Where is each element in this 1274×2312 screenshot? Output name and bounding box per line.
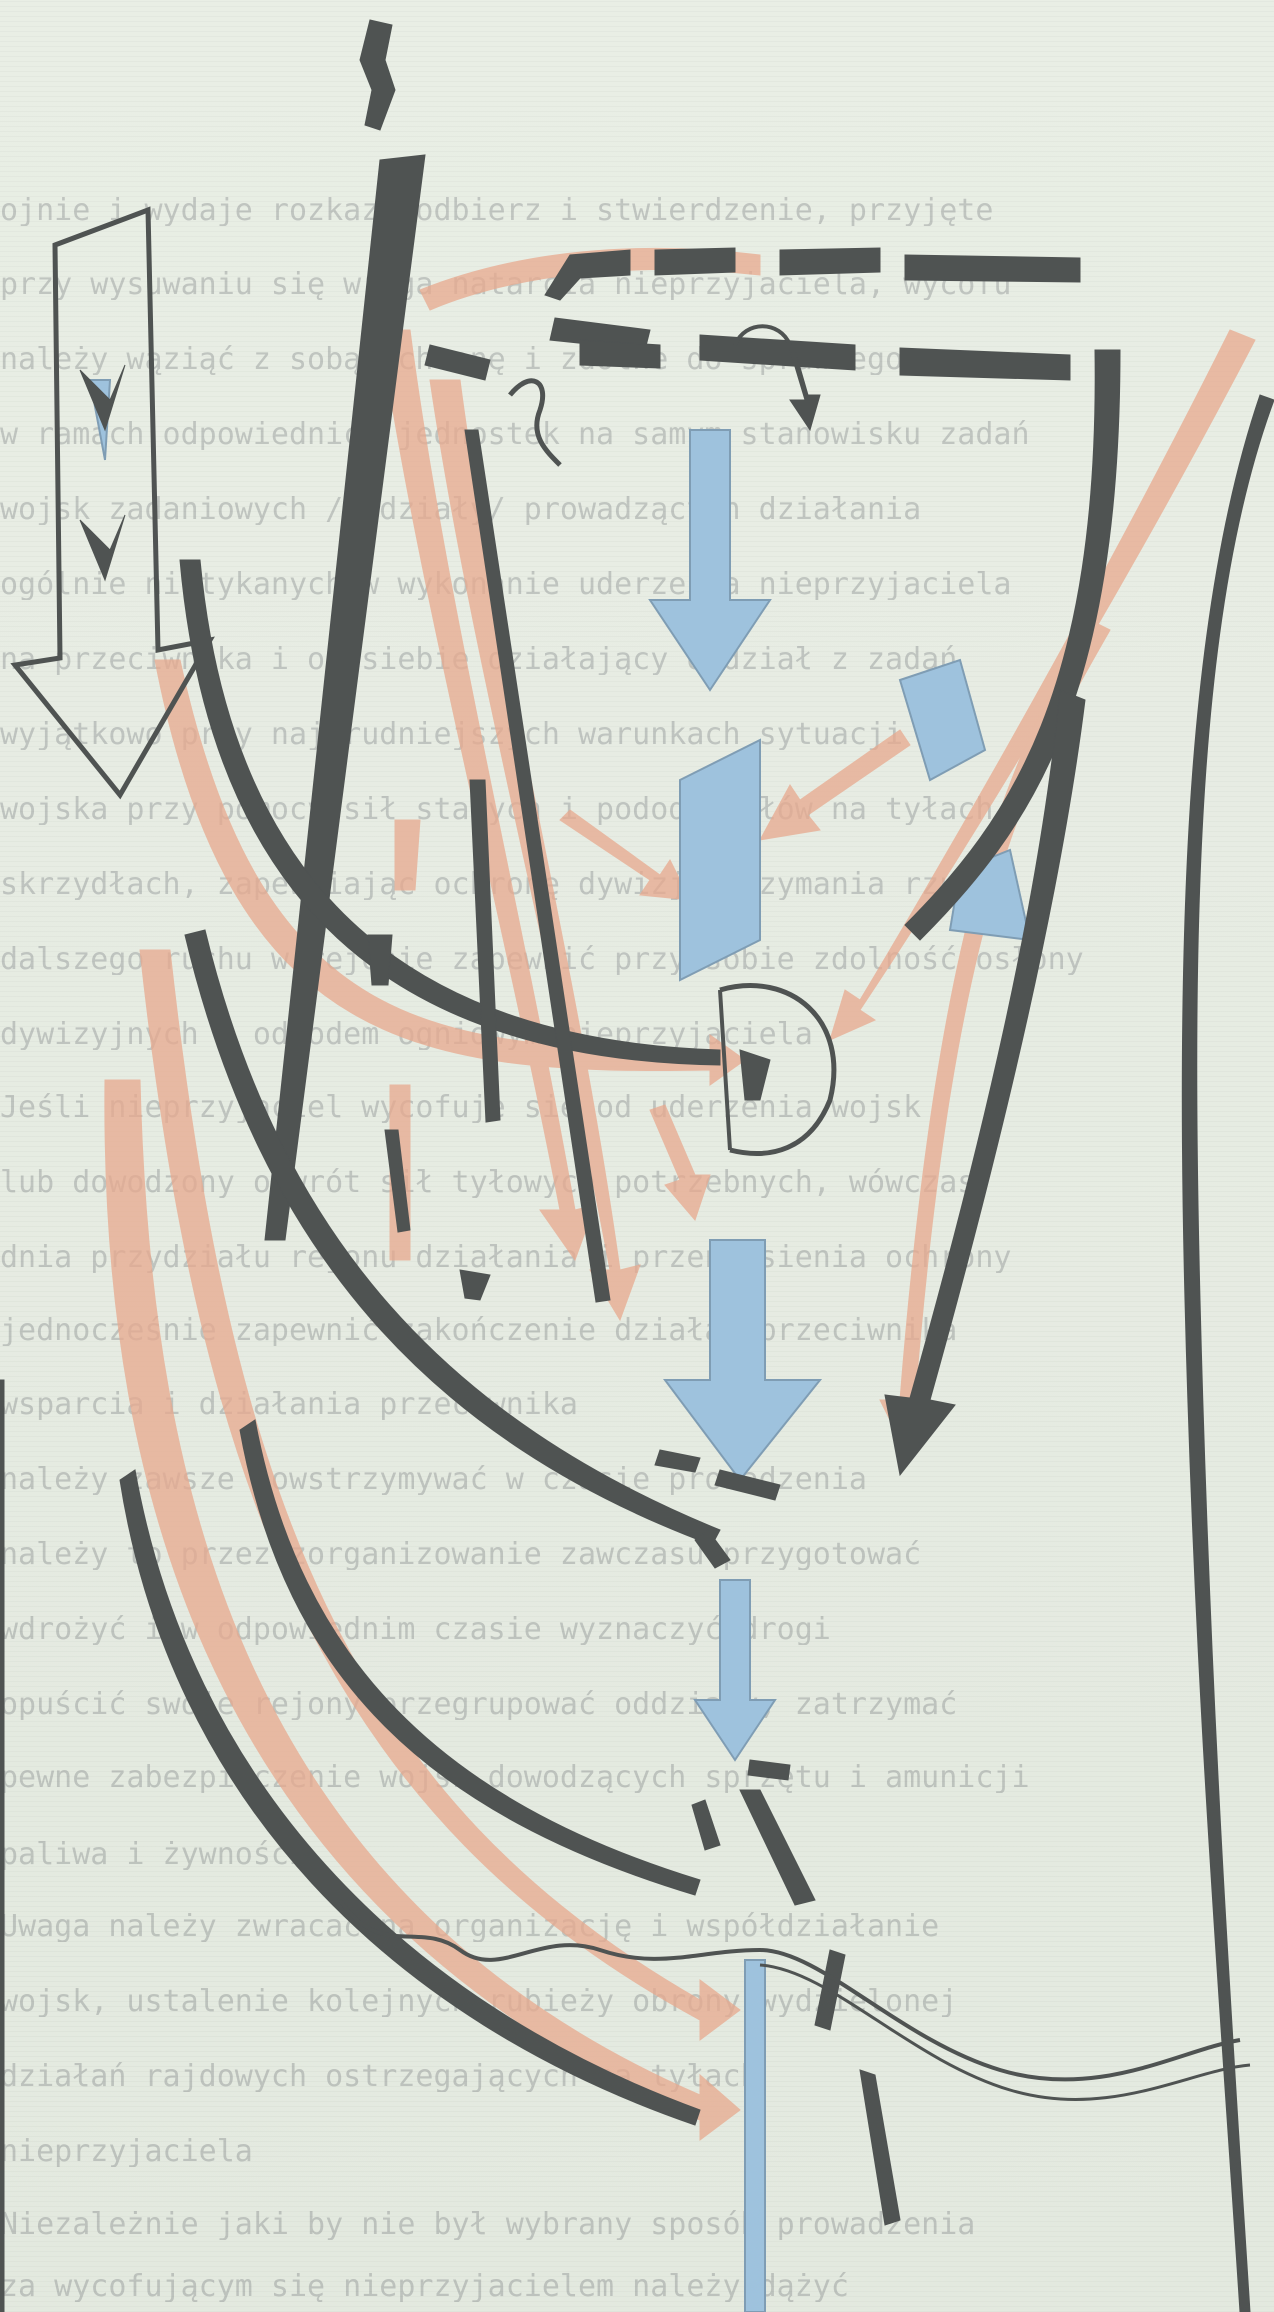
red-arrow-small-post bbox=[395, 820, 420, 890]
center-dash-2 bbox=[715, 1470, 780, 1500]
blue-arrow-lower bbox=[665, 1240, 820, 1480]
center-soldier-symbol bbox=[740, 1050, 770, 1100]
soldier-symbol-top bbox=[360, 20, 395, 130]
right-curve-line bbox=[905, 350, 1120, 940]
top-dash-2 bbox=[655, 248, 735, 275]
red-arrow-small-center bbox=[650, 1105, 710, 1220]
center-semicircle bbox=[720, 986, 834, 1154]
center-dash-3 bbox=[695, 1530, 730, 1568]
small-soldier-lower bbox=[460, 1270, 490, 1300]
center-dash-4 bbox=[692, 1800, 720, 1850]
right-bottom-curve bbox=[1182, 395, 1274, 2312]
top-dash-8 bbox=[900, 348, 1070, 380]
top-dash-3 bbox=[780, 248, 880, 275]
red-arrow-diagonal-right bbox=[760, 730, 910, 840]
left-arrow-chevron-2 bbox=[80, 515, 125, 580]
blue-shape-right-1 bbox=[900, 660, 985, 780]
red-arrow-small-left bbox=[560, 810, 690, 900]
center-dash-1 bbox=[655, 1450, 700, 1472]
top-dash-6 bbox=[700, 335, 855, 370]
center-dash-8 bbox=[860, 2070, 900, 2225]
blue-vertical-bottom bbox=[745, 1960, 765, 2312]
squiggle-symbol bbox=[510, 381, 560, 465]
small-soldier-left bbox=[368, 935, 392, 985]
blue-arrow-bottom bbox=[695, 1580, 775, 1760]
main-vertical-line bbox=[265, 155, 425, 1240]
top-dash-7 bbox=[580, 340, 660, 368]
left-edge-line bbox=[0, 1380, 4, 2312]
left-arrow-chevron-1 bbox=[80, 365, 125, 430]
blue-rect-mid bbox=[680, 740, 760, 980]
center-dash-6 bbox=[748, 1760, 790, 1780]
center-dash-5 bbox=[740, 1790, 815, 1905]
blue-arrow-top bbox=[650, 430, 770, 690]
top-dash-9 bbox=[425, 345, 490, 380]
top-dash-4 bbox=[905, 255, 1080, 282]
